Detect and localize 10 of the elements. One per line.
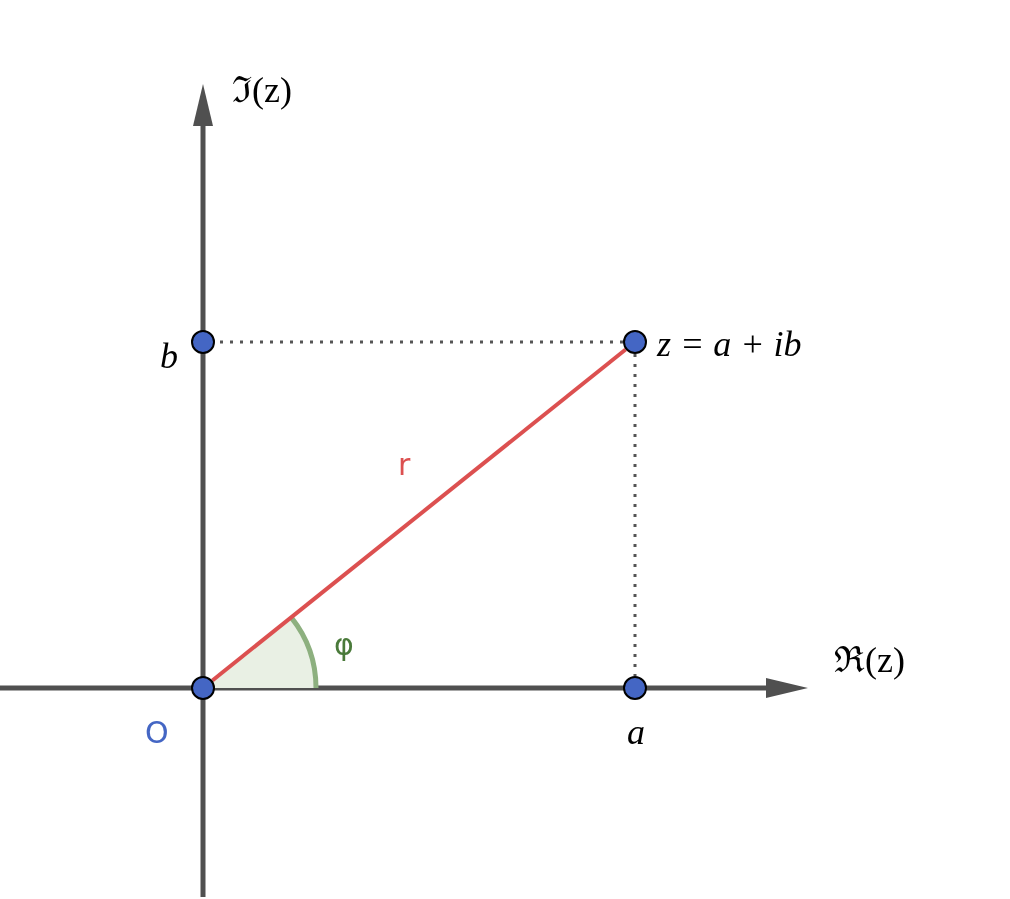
dotted-line [633, 354, 637, 676]
edge-label: r [398, 450, 411, 480]
angle-label: φ [334, 630, 354, 660]
point-label: b [160, 338, 178, 374]
point-label: z = a + ib [657, 326, 802, 362]
axis-label: ℑ(z) [232, 72, 292, 108]
point-label: O [145, 718, 169, 748]
line-segment [211, 347, 627, 683]
axis-label: ℜ(z) [834, 642, 905, 678]
point-label: a [627, 714, 645, 750]
